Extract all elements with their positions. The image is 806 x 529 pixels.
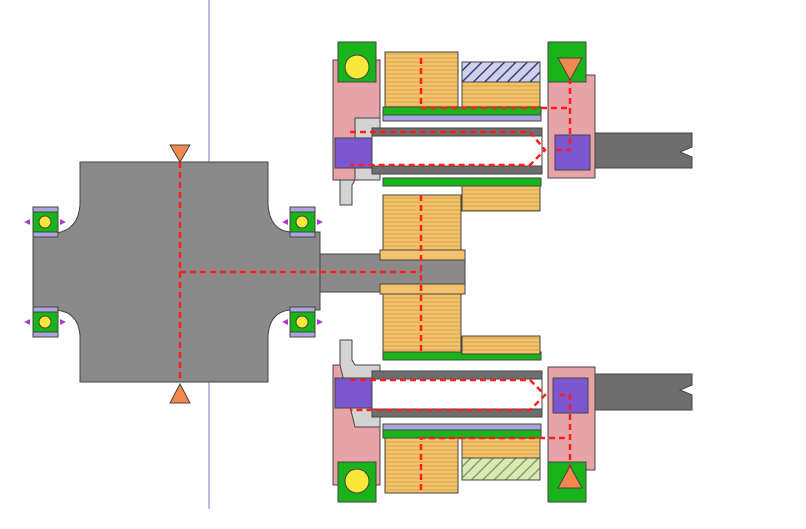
ring-gear-top xyxy=(461,61,541,83)
sun-gear-hub-top xyxy=(379,249,466,261)
bearing-left-bottom xyxy=(24,306,66,338)
ring-gear-bottom xyxy=(461,457,541,481)
insert-top-right xyxy=(554,134,591,171)
bearing-right-bottom xyxy=(282,306,323,338)
bottom-assembly xyxy=(332,335,693,503)
triangle-down-marker-top xyxy=(557,57,583,82)
bearing-right-top xyxy=(282,206,323,238)
triangle-up-marker-bottom xyxy=(557,464,583,489)
insert-top-left xyxy=(334,137,374,169)
sun-gear-hub-bottom xyxy=(379,283,466,295)
sun-gear-top xyxy=(382,194,462,251)
output-shaft-bottom xyxy=(594,373,693,411)
bearing-left-top xyxy=(24,206,66,238)
output-shaft-top xyxy=(594,132,693,169)
sun-gear-bottom xyxy=(382,293,462,353)
insert-bottom-left xyxy=(334,377,374,409)
top-assembly xyxy=(332,41,693,212)
triangle-up-marker xyxy=(169,382,191,404)
input-load-path xyxy=(178,162,423,382)
input-shaft xyxy=(32,161,381,383)
triangle-down-marker xyxy=(169,144,191,163)
